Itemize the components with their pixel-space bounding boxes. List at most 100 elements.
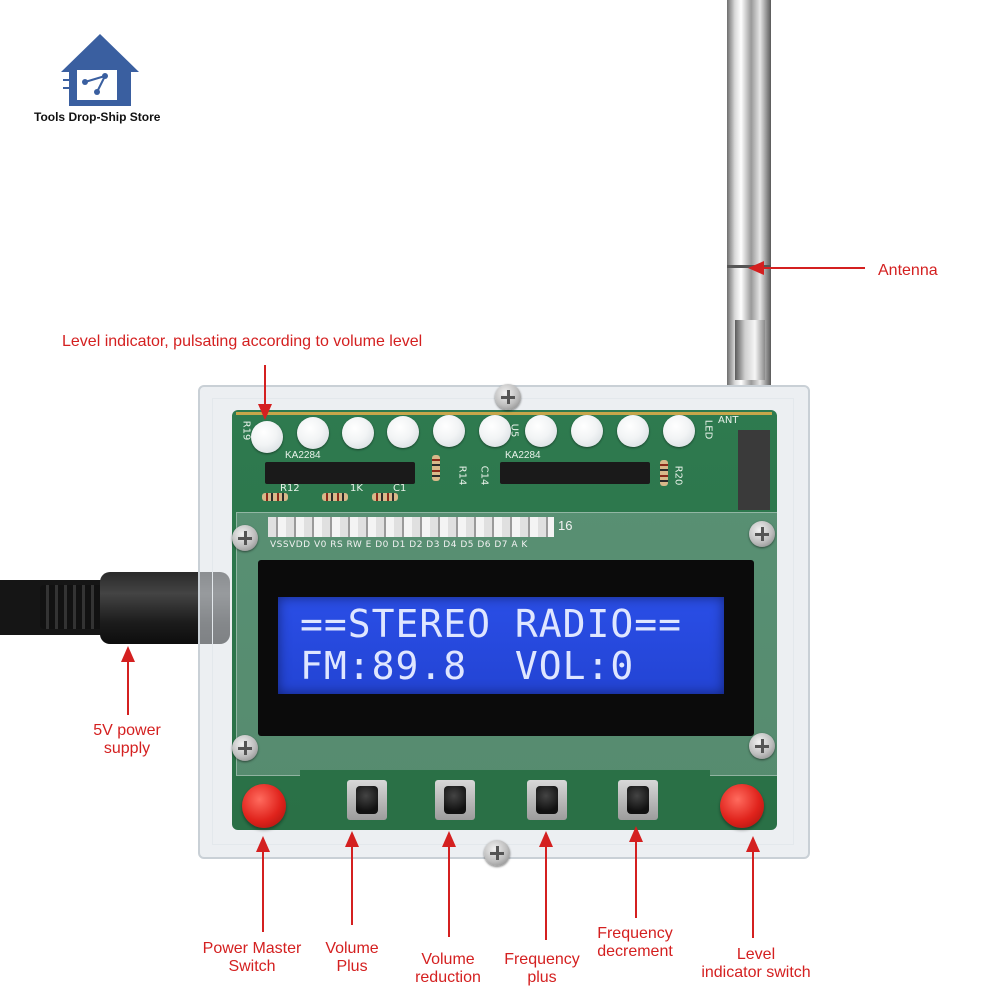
level-switch-label: Level indicator switch bbox=[688, 946, 824, 982]
resistor bbox=[262, 493, 288, 501]
frequency-decrement-pointer bbox=[635, 840, 637, 918]
screw bbox=[495, 384, 521, 410]
level-led bbox=[251, 421, 283, 453]
amplifier-chip bbox=[500, 462, 650, 484]
level-led bbox=[479, 415, 511, 447]
silk-r12: R12 bbox=[280, 483, 300, 494]
volume-plus-pointer bbox=[351, 845, 353, 925]
volume-reduction-label: Volume reduction bbox=[400, 951, 496, 987]
frequency-plus-button[interactable] bbox=[527, 780, 567, 820]
pin-header bbox=[268, 517, 554, 537]
resistor bbox=[322, 493, 348, 501]
level-led bbox=[342, 417, 374, 449]
volume-reduction-arrowhead bbox=[442, 831, 456, 847]
screw bbox=[484, 840, 510, 866]
plug-strain-relief bbox=[40, 585, 110, 629]
frequency-decrement-label: Frequency decrement bbox=[587, 925, 683, 961]
volume-plus-arrowhead bbox=[345, 831, 359, 847]
button-knob bbox=[627, 786, 649, 814]
power-master-label: Power Master Switch bbox=[192, 940, 312, 976]
antenna-arrowhead bbox=[748, 261, 764, 275]
button-knob bbox=[536, 786, 558, 814]
power-master-pointer bbox=[262, 850, 264, 932]
silk-c1: C1 bbox=[393, 483, 407, 494]
silk-r14: R14 bbox=[456, 465, 468, 486]
pin-number-16: 16 bbox=[558, 518, 573, 533]
antenna-label: Antenna bbox=[878, 262, 938, 279]
power-supply-arrowhead bbox=[121, 646, 135, 662]
antenna-pointer bbox=[760, 267, 865, 269]
level-led bbox=[571, 415, 603, 447]
volume-reduction-label-line1: Volume bbox=[421, 951, 475, 968]
frequency-plus-arrowhead bbox=[539, 831, 553, 847]
silk-1k: 1K bbox=[350, 483, 363, 494]
level-indicator-pointer bbox=[264, 365, 266, 410]
level-indicator-label: Level indicator, pulsating according to … bbox=[62, 333, 423, 350]
silk-c14: C14 bbox=[478, 465, 490, 486]
level-led bbox=[297, 417, 329, 449]
button-knob bbox=[444, 786, 466, 814]
volume-reduction-label-line2: reduction bbox=[415, 969, 481, 986]
level-led bbox=[617, 415, 649, 447]
chip-label-2: KA2284 bbox=[505, 450, 541, 461]
frequency-decrement-label-line1: Frequency bbox=[597, 925, 673, 942]
button-knob bbox=[356, 786, 378, 814]
power-master-switch[interactable] bbox=[242, 784, 286, 828]
frequency-decrement-label-line2: decrement bbox=[597, 943, 673, 960]
antenna-base bbox=[735, 320, 765, 380]
level-led bbox=[663, 415, 695, 447]
level-switch-pointer bbox=[752, 850, 754, 938]
power-supply-label-line2: supply bbox=[103, 740, 151, 757]
volume-plus-label-line2: Plus bbox=[336, 958, 368, 975]
silk-r19: R19 bbox=[240, 420, 252, 441]
power-supply-label: 5V power supply bbox=[72, 722, 182, 758]
frequency-plus-label-line1: Frequency bbox=[504, 951, 580, 968]
house-circuit-icon bbox=[61, 34, 139, 106]
level-switch-arrowhead bbox=[746, 836, 760, 852]
frequency-decrement-button[interactable] bbox=[618, 780, 658, 820]
resistor bbox=[432, 455, 440, 481]
power-master-label-line1: Power Master bbox=[202, 940, 302, 957]
power-master-label-line2: Switch bbox=[228, 958, 276, 975]
pin-labels: VSSVDD V0 RS RW E D0 D1 D2 D3 D4 D5 D6 D… bbox=[270, 540, 528, 550]
amplifier-chip bbox=[265, 462, 415, 484]
silk-ant: ANT bbox=[718, 415, 739, 426]
frequency-plus-pointer bbox=[545, 845, 547, 940]
level-indicator-switch[interactable] bbox=[720, 784, 764, 828]
frequency-decrement-arrowhead bbox=[629, 826, 643, 842]
silk-led: LED bbox=[702, 419, 714, 440]
screw bbox=[232, 525, 258, 551]
level-indicator-arrowhead bbox=[258, 404, 272, 420]
pcb-edge-trace bbox=[236, 412, 772, 415]
resistor bbox=[660, 460, 668, 486]
lcd-line-2: FM:89.8 VOL:0 bbox=[300, 644, 635, 688]
logo-text: Tools Drop-Ship Store bbox=[34, 110, 161, 124]
store-logo bbox=[55, 30, 145, 110]
frequency-plus-label: Frequency plus bbox=[494, 951, 590, 987]
level-switch-label-line2: indicator switch bbox=[701, 964, 811, 981]
resistor bbox=[372, 493, 398, 501]
silk-u5: U5 bbox=[508, 423, 520, 438]
volume-plus-button[interactable] bbox=[347, 780, 387, 820]
lcd-screen bbox=[278, 597, 724, 694]
antenna-connector bbox=[738, 430, 770, 510]
volume-reduction-pointer bbox=[448, 845, 450, 937]
volume-plus-label: Volume Plus bbox=[312, 940, 392, 976]
silk-r20: R20 bbox=[672, 465, 684, 486]
power-master-arrowhead bbox=[256, 836, 270, 852]
chip-label-1: KA2284 bbox=[285, 450, 321, 461]
volume-plus-label-line1: Volume bbox=[325, 940, 379, 957]
level-led bbox=[387, 416, 419, 448]
frequency-plus-label-line2: plus bbox=[527, 969, 557, 986]
volume-reduction-button[interactable] bbox=[435, 780, 475, 820]
power-supply-label-line1: 5V power bbox=[93, 722, 161, 739]
power-supply-pointer bbox=[127, 660, 129, 715]
lcd-line-1: ==STEREO RADIO== bbox=[300, 602, 683, 646]
antenna-joint bbox=[727, 265, 771, 268]
level-switch-label-line1: Level bbox=[736, 946, 776, 963]
level-led bbox=[525, 415, 557, 447]
level-led bbox=[433, 415, 465, 447]
screw bbox=[232, 735, 258, 761]
screw bbox=[749, 521, 775, 547]
screw bbox=[749, 733, 775, 759]
